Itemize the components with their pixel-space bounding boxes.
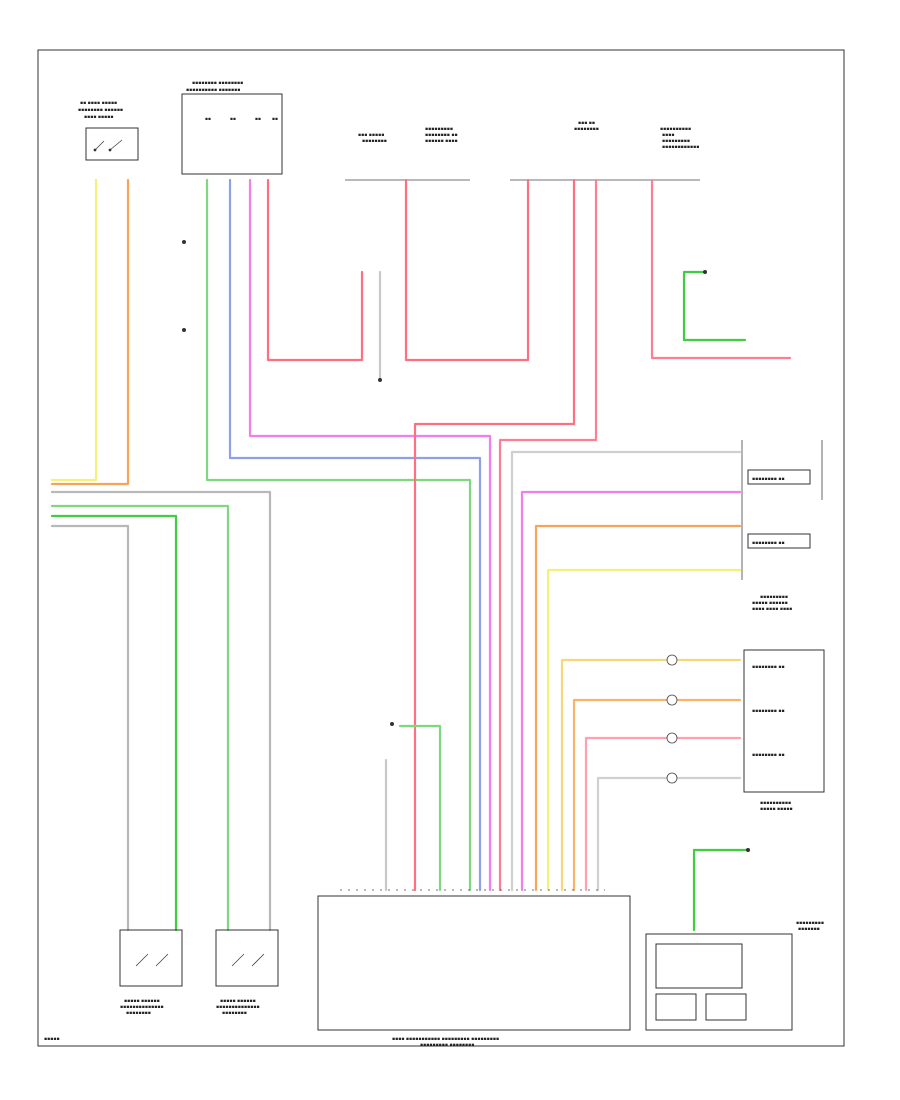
svg-text:▪▪: ▪▪ — [230, 117, 236, 122]
svg-text:▪▪: ▪▪ — [255, 117, 261, 122]
wire-yellow-left — [50, 178, 98, 482]
svg-text:▪▪▪▪▪▪▪▪▪▪▪▪▪▪: ▪▪▪▪▪▪▪▪▪▪▪▪▪▪ — [216, 1005, 260, 1010]
svg-text:▪▪▪▪▪▪▪▪ ▪▪: ▪▪▪▪▪▪▪▪ ▪▪ — [752, 665, 785, 670]
svg-text:▪▪▪▪▪▪▪▪▪▪: ▪▪▪▪▪▪▪▪▪▪ — [660, 127, 691, 132]
svg-text:▪▪▪▪▪ ▪▪▪▪▪▪: ▪▪▪▪▪ ▪▪▪▪▪▪ — [752, 601, 788, 606]
svg-text:▪▪▪▪▪▪▪▪▪: ▪▪▪▪▪▪▪▪▪ — [662, 139, 690, 144]
splice-dot-icon — [703, 270, 707, 274]
svg-text:▪▪▪▪▪▪▪▪▪▪ ▪▪▪▪▪▪▪: ▪▪▪▪▪▪▪▪▪▪ ▪▪▪▪▪▪▪ — [186, 88, 240, 93]
wire-green-left-2 — [50, 514, 178, 932]
bottom-right-module: ▪▪▪▪▪▪▪▪▪ ▪▪▪▪▪▪▪ — [645, 921, 824, 1031]
switch-icon — [135, 953, 169, 967]
diagram-border — [37, 49, 845, 1047]
splice-dot-icon — [182, 328, 186, 332]
svg-text:▪▪▪ ▪▪: ▪▪▪ ▪▪ — [578, 121, 595, 126]
bottom-left-switch-1: ▪▪▪▪▪ ▪▪▪▪▪▪ ▪▪▪▪▪▪▪▪▪▪▪▪▪▪ ▪▪▪▪▪▪▪▪ — [119, 929, 183, 1016]
svg-text:▪▪▪▪: ▪▪▪▪ — [662, 133, 674, 138]
wire-orange-h — [534, 524, 742, 892]
wire-pink-lamp — [584, 736, 742, 892]
svg-text:▪▪▪▪▪▪▪▪: ▪▪▪▪▪▪▪▪ — [574, 127, 599, 132]
wire-pink-right — [650, 178, 792, 360]
wire-green-module — [205, 178, 472, 892]
svg-text:▪▪▪▪▪ ▪▪▪▪▪▪: ▪▪▪▪▪ ▪▪▪▪▪▪ — [124, 999, 160, 1004]
svg-text:▪▪▪▪▪▪▪▪ ▪▪: ▪▪▪▪▪▪▪▪ ▪▪ — [752, 541, 785, 546]
wire-green-bottom-right — [692, 848, 750, 932]
fuse-block-b: ▪▪▪ ▪▪ ▪▪▪▪▪▪▪▪ ▪▪▪▪▪▪▪▪▪▪ ▪▪▪▪ ▪▪▪▪▪▪▪▪… — [510, 121, 700, 181]
right-module-switches: ▪▪▪▪▪▪▪▪ ▪▪ ▪▪▪▪▪▪▪▪ ▪▪ ▪▪▪▪▪▪▪▪▪ ▪▪▪▪▪ … — [741, 440, 823, 612]
bulb-icon — [666, 732, 678, 744]
bulb-icon — [666, 772, 678, 784]
wire-magenta — [248, 178, 492, 892]
svg-text:▪▪: ▪▪ — [272, 117, 278, 122]
svg-text:▪▪: ▪▪ — [205, 117, 211, 122]
svg-text:▪▪▪▪▪▪▪▪ ▪▪: ▪▪▪▪▪▪▪▪ ▪▪ — [752, 753, 785, 758]
splice-dot-icon — [746, 848, 750, 852]
splice-dot-icon — [182, 240, 186, 244]
splice-dot-icon — [378, 378, 382, 382]
corner-label: ▪▪▪▪▪ — [44, 1037, 60, 1042]
switch-contact — [108, 148, 112, 152]
svg-text:▪▪▪ ▪▪▪▪▪: ▪▪▪ ▪▪▪▪▪ — [358, 133, 384, 138]
svg-text:▪▪▪▪▪▪▪▪▪: ▪▪▪▪▪▪▪▪▪ — [425, 127, 453, 132]
switch-icon — [94, 139, 123, 151]
wire-yellow-h — [546, 568, 742, 892]
svg-text:▪▪▪▪▪▪▪▪▪▪▪▪▪▪: ▪▪▪▪▪▪▪▪▪▪▪▪▪▪ — [120, 1005, 164, 1010]
svg-text:▪▪▪▪▪▪▪▪▪▪: ▪▪▪▪▪▪▪▪▪▪ — [760, 801, 791, 806]
svg-text:▪▪▪▪▪▪▪: ▪▪▪▪▪▪▪ — [798, 927, 820, 932]
splice-dot-icon — [390, 722, 394, 726]
wire-grey-h — [510, 450, 742, 892]
switch-icon — [231, 953, 265, 967]
svg-text:▪▪▪▪▪▪▪▪▪▪▪▪: ▪▪▪▪▪▪▪▪▪▪▪▪ — [662, 145, 699, 150]
svg-text:▪▪▪▪▪▪▪▪ ▪▪: ▪▪▪▪▪▪▪▪ ▪▪ — [752, 477, 785, 482]
svg-text:▪▪▪▪▪▪▪▪: ▪▪▪▪▪▪▪▪ — [362, 139, 387, 144]
svg-text:▪▪▪▪▪▪▪▪▪: ▪▪▪▪▪▪▪▪▪ — [760, 595, 788, 600]
svg-text:▪▪▪▪ ▪▪▪▪▪▪▪▪▪▪▪ ▪▪▪▪▪▪▪▪▪ ▪▪▪: ▪▪▪▪ ▪▪▪▪▪▪▪▪▪▪▪ ▪▪▪▪▪▪▪▪▪ ▪▪▪▪▪▪▪▪▪ — [392, 1037, 499, 1042]
svg-text:▪▪▪▪▪ ▪▪▪▪▪▪: ▪▪▪▪▪ ▪▪▪▪▪▪ — [220, 999, 256, 1004]
svg-text:▪▪▪▪▪▪▪▪ ▪▪▪▪▪▪: ▪▪▪▪▪▪▪▪ ▪▪▪▪▪▪ — [78, 108, 123, 113]
bulbs — [666, 654, 678, 784]
svg-text:▪▪▪▪ ▪▪▪▪ ▪▪▪▪: ▪▪▪▪ ▪▪▪▪ ▪▪▪▪ — [752, 607, 792, 612]
svg-text:▪▪▪▪▪▪▪▪▪ ▪▪▪▪▪▪▪▪: ▪▪▪▪▪▪▪▪▪ ▪▪▪▪▪▪▪▪ — [420, 1043, 474, 1048]
wire-green-bottom-center — [398, 724, 442, 892]
bottom-central-module: ▪▪▪▪ ▪▪▪▪▪▪▪▪▪▪▪ ▪▪▪▪▪▪▪▪▪ ▪▪▪▪▪▪▪▪▪ ▪▪▪… — [317, 895, 631, 1048]
wire-magenta-h — [520, 490, 742, 892]
top-connector-module: ▪▪▪▪▪▪▪▪ ▪▪▪▪▪▪▪▪ ▪▪▪▪▪▪▪▪▪▪ ▪▪▪▪▪▪▪ ▪▪ … — [181, 81, 283, 175]
wire-yellow-lamp — [560, 658, 742, 892]
wire-green-left-1 — [50, 504, 230, 932]
svg-text:▪▪▪▪▪▪▪▪ ▪▪: ▪▪▪▪▪▪▪▪ ▪▪ — [425, 133, 458, 138]
wire-green-right — [682, 270, 747, 342]
wire-red-left-loop — [266, 178, 364, 362]
bulb-icon — [666, 654, 678, 666]
svg-text:▪▪▪▪▪▪▪▪ ▪▪▪▪▪▪▪▪: ▪▪▪▪▪▪▪▪ ▪▪▪▪▪▪▪▪ — [192, 81, 243, 86]
wire-orange-left — [50, 178, 130, 486]
svg-text:▪▪▪▪▪▪▪▪▪: ▪▪▪▪▪▪▪▪▪ — [796, 921, 824, 926]
svg-text:▪▪▪▪ ▪▪▪▪▪: ▪▪▪▪ ▪▪▪▪▪ — [84, 115, 113, 120]
wire-grey-left — [50, 490, 272, 932]
wire-red-down — [413, 178, 576, 892]
right-module-lamps: ▪▪▪▪▪▪▪▪ ▪▪ ▪▪▪▪▪▪▪▪ ▪▪ ▪▪▪▪▪▪▪▪ ▪▪ ▪▪▪▪… — [743, 649, 825, 812]
svg-text:▪▪▪▪▪▪▪▪: ▪▪▪▪▪▪▪▪ — [222, 1011, 247, 1016]
wire-orange-lamp — [572, 698, 742, 892]
wire-blue — [228, 178, 482, 892]
wire-red-right — [498, 178, 598, 892]
svg-text:▪▪▪▪▪▪ ▪▪▪▪: ▪▪▪▪▪▪ ▪▪▪▪ — [425, 139, 458, 144]
bottom-left-switch-2: ▪▪▪▪▪ ▪▪▪▪▪▪ ▪▪▪▪▪▪▪▪▪▪▪▪▪▪ ▪▪▪▪▪▪▪▪ — [215, 929, 279, 1016]
wire-grey-left-2 — [50, 524, 130, 932]
svg-text:▪▪▪▪▪▪▪▪ ▪▪: ▪▪▪▪▪▪▪▪ ▪▪ — [752, 709, 785, 714]
svg-text:▪▪▪▪▪ ▪▪▪▪▪: ▪▪▪▪▪ ▪▪▪▪▪ — [760, 807, 793, 812]
top-left-switch: ▪▪ ▪▪▪▪ ▪▪▪▪▪ ▪▪▪▪▪▪▪▪ ▪▪▪▪▪▪ ▪▪▪▪ ▪▪▪▪▪ — [78, 101, 139, 161]
svg-text:▪▪ ▪▪▪▪ ▪▪▪▪▪: ▪▪ ▪▪▪▪ ▪▪▪▪▪ — [80, 101, 117, 106]
fuse-block-a: ▪▪▪ ▪▪▪▪▪ ▪▪▪▪▪▪▪▪ ▪▪▪▪▪▪▪▪▪ ▪▪▪▪▪▪▪▪ ▪▪… — [345, 127, 470, 181]
switch-contact — [93, 148, 97, 152]
wire-red-fuse — [404, 178, 530, 362]
svg-text:▪▪▪▪▪▪▪▪: ▪▪▪▪▪▪▪▪ — [126, 1011, 151, 1016]
wire-grey-lamp — [596, 776, 742, 892]
bulb-icon — [666, 694, 678, 706]
